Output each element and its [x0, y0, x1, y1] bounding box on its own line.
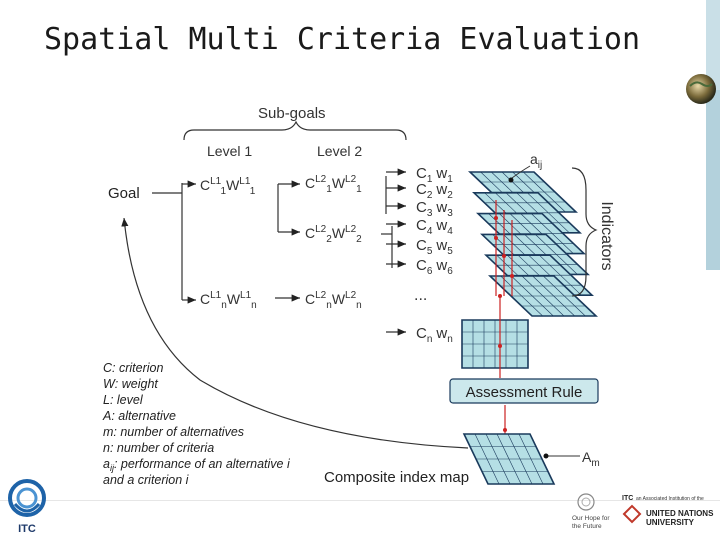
level2-node-n: CL2nWL2n	[305, 290, 362, 311]
un-text-1: UNITED NATIONS	[646, 509, 714, 518]
legend-level: L: level	[103, 393, 144, 407]
aij-label: aij	[530, 151, 542, 171]
composite-index-map	[462, 433, 556, 485]
level2-node-2: CL22WL22	[305, 224, 362, 245]
composite-layer	[462, 433, 556, 485]
composite-map-label: Composite index map	[324, 469, 469, 486]
performance-dot-3	[502, 254, 506, 258]
indicators-brace	[571, 167, 598, 297]
assessment-rule-label: Assessment Rule	[466, 384, 583, 401]
itc-logo-text: ITC	[18, 523, 36, 535]
legend-aij-cont: and a criterion i	[103, 473, 190, 487]
level2-label: Level 2	[317, 143, 362, 159]
aij-point	[508, 177, 514, 183]
un-text-2: UNIVERSITY	[646, 518, 695, 527]
legend-criterion: C: criterion	[103, 361, 163, 375]
svg-text:CL22WL22: CL22WL22	[305, 224, 362, 245]
svg-text:CL21WL21: CL21WL21	[305, 174, 362, 195]
indicators-label: Indicators	[598, 201, 615, 270]
indicator-layer-6	[488, 275, 598, 317]
svg-text:Am: Am	[582, 449, 600, 469]
feedback-arrow	[121, 217, 469, 449]
amn-label: Am	[582, 449, 600, 469]
svg-text:CL11WL11: CL11WL11	[200, 176, 256, 197]
decorative-band-dark	[706, 90, 720, 270]
indicator-layer-n	[461, 319, 529, 369]
svg-text:aij: aij	[530, 151, 542, 171]
performance-dot-7	[503, 428, 507, 432]
footer-divider	[0, 500, 720, 501]
indicator-map-stack	[461, 171, 598, 369]
slide-title: Spatial Multi Criteria Evaluation	[44, 22, 641, 57]
assessment-rule-box	[449, 378, 599, 404]
itc-institution-text: an Associated Institution of the	[636, 496, 704, 502]
subgoals-label: Sub-goals	[258, 105, 326, 122]
performance-dot-6	[498, 344, 502, 348]
amn-point	[543, 453, 549, 459]
performance-dot-2	[494, 236, 498, 240]
legend-aij: aij: performance of an alternative i	[103, 457, 291, 473]
un-university-logo: Our Hope for the Future ITC an Associate…	[572, 493, 714, 530]
level1-node-1: CL11WL11	[200, 176, 256, 197]
performance-dot-1	[494, 216, 498, 220]
goal-label: Goal	[108, 185, 140, 202]
legend-alternative: A: alternative	[102, 409, 176, 423]
itc-logo: ITC	[8, 479, 46, 535]
aij-pointer	[511, 165, 531, 179]
performance-dot-5	[498, 294, 502, 298]
svg-text:CL2nWL2n: CL2nWL2n	[305, 290, 362, 311]
legend-n: n: number of criteria	[103, 441, 214, 455]
itc-header-text: ITC	[622, 495, 633, 502]
legend-m: m: number of alternatives	[103, 425, 244, 439]
globe-icon	[686, 74, 716, 104]
legend: C: criterion W: weight L: level A: alter…	[102, 361, 291, 487]
unesco-text-2: the Future	[572, 523, 602, 530]
level1-label: Level 1	[207, 143, 252, 159]
ellipsis: ...	[414, 287, 427, 304]
level2-node-1: CL21WL21	[305, 174, 362, 195]
svg-text:CL1nWL1n: CL1nWL1n	[200, 290, 257, 311]
subgoals-brace	[183, 120, 407, 141]
level1-node-n: CL1nWL1n	[200, 290, 257, 311]
unesco-text-1: Our Hope for	[572, 515, 610, 522]
performance-lines	[494, 200, 514, 455]
legend-weight: W: weight	[103, 377, 158, 391]
performance-dot-4	[510, 274, 514, 278]
